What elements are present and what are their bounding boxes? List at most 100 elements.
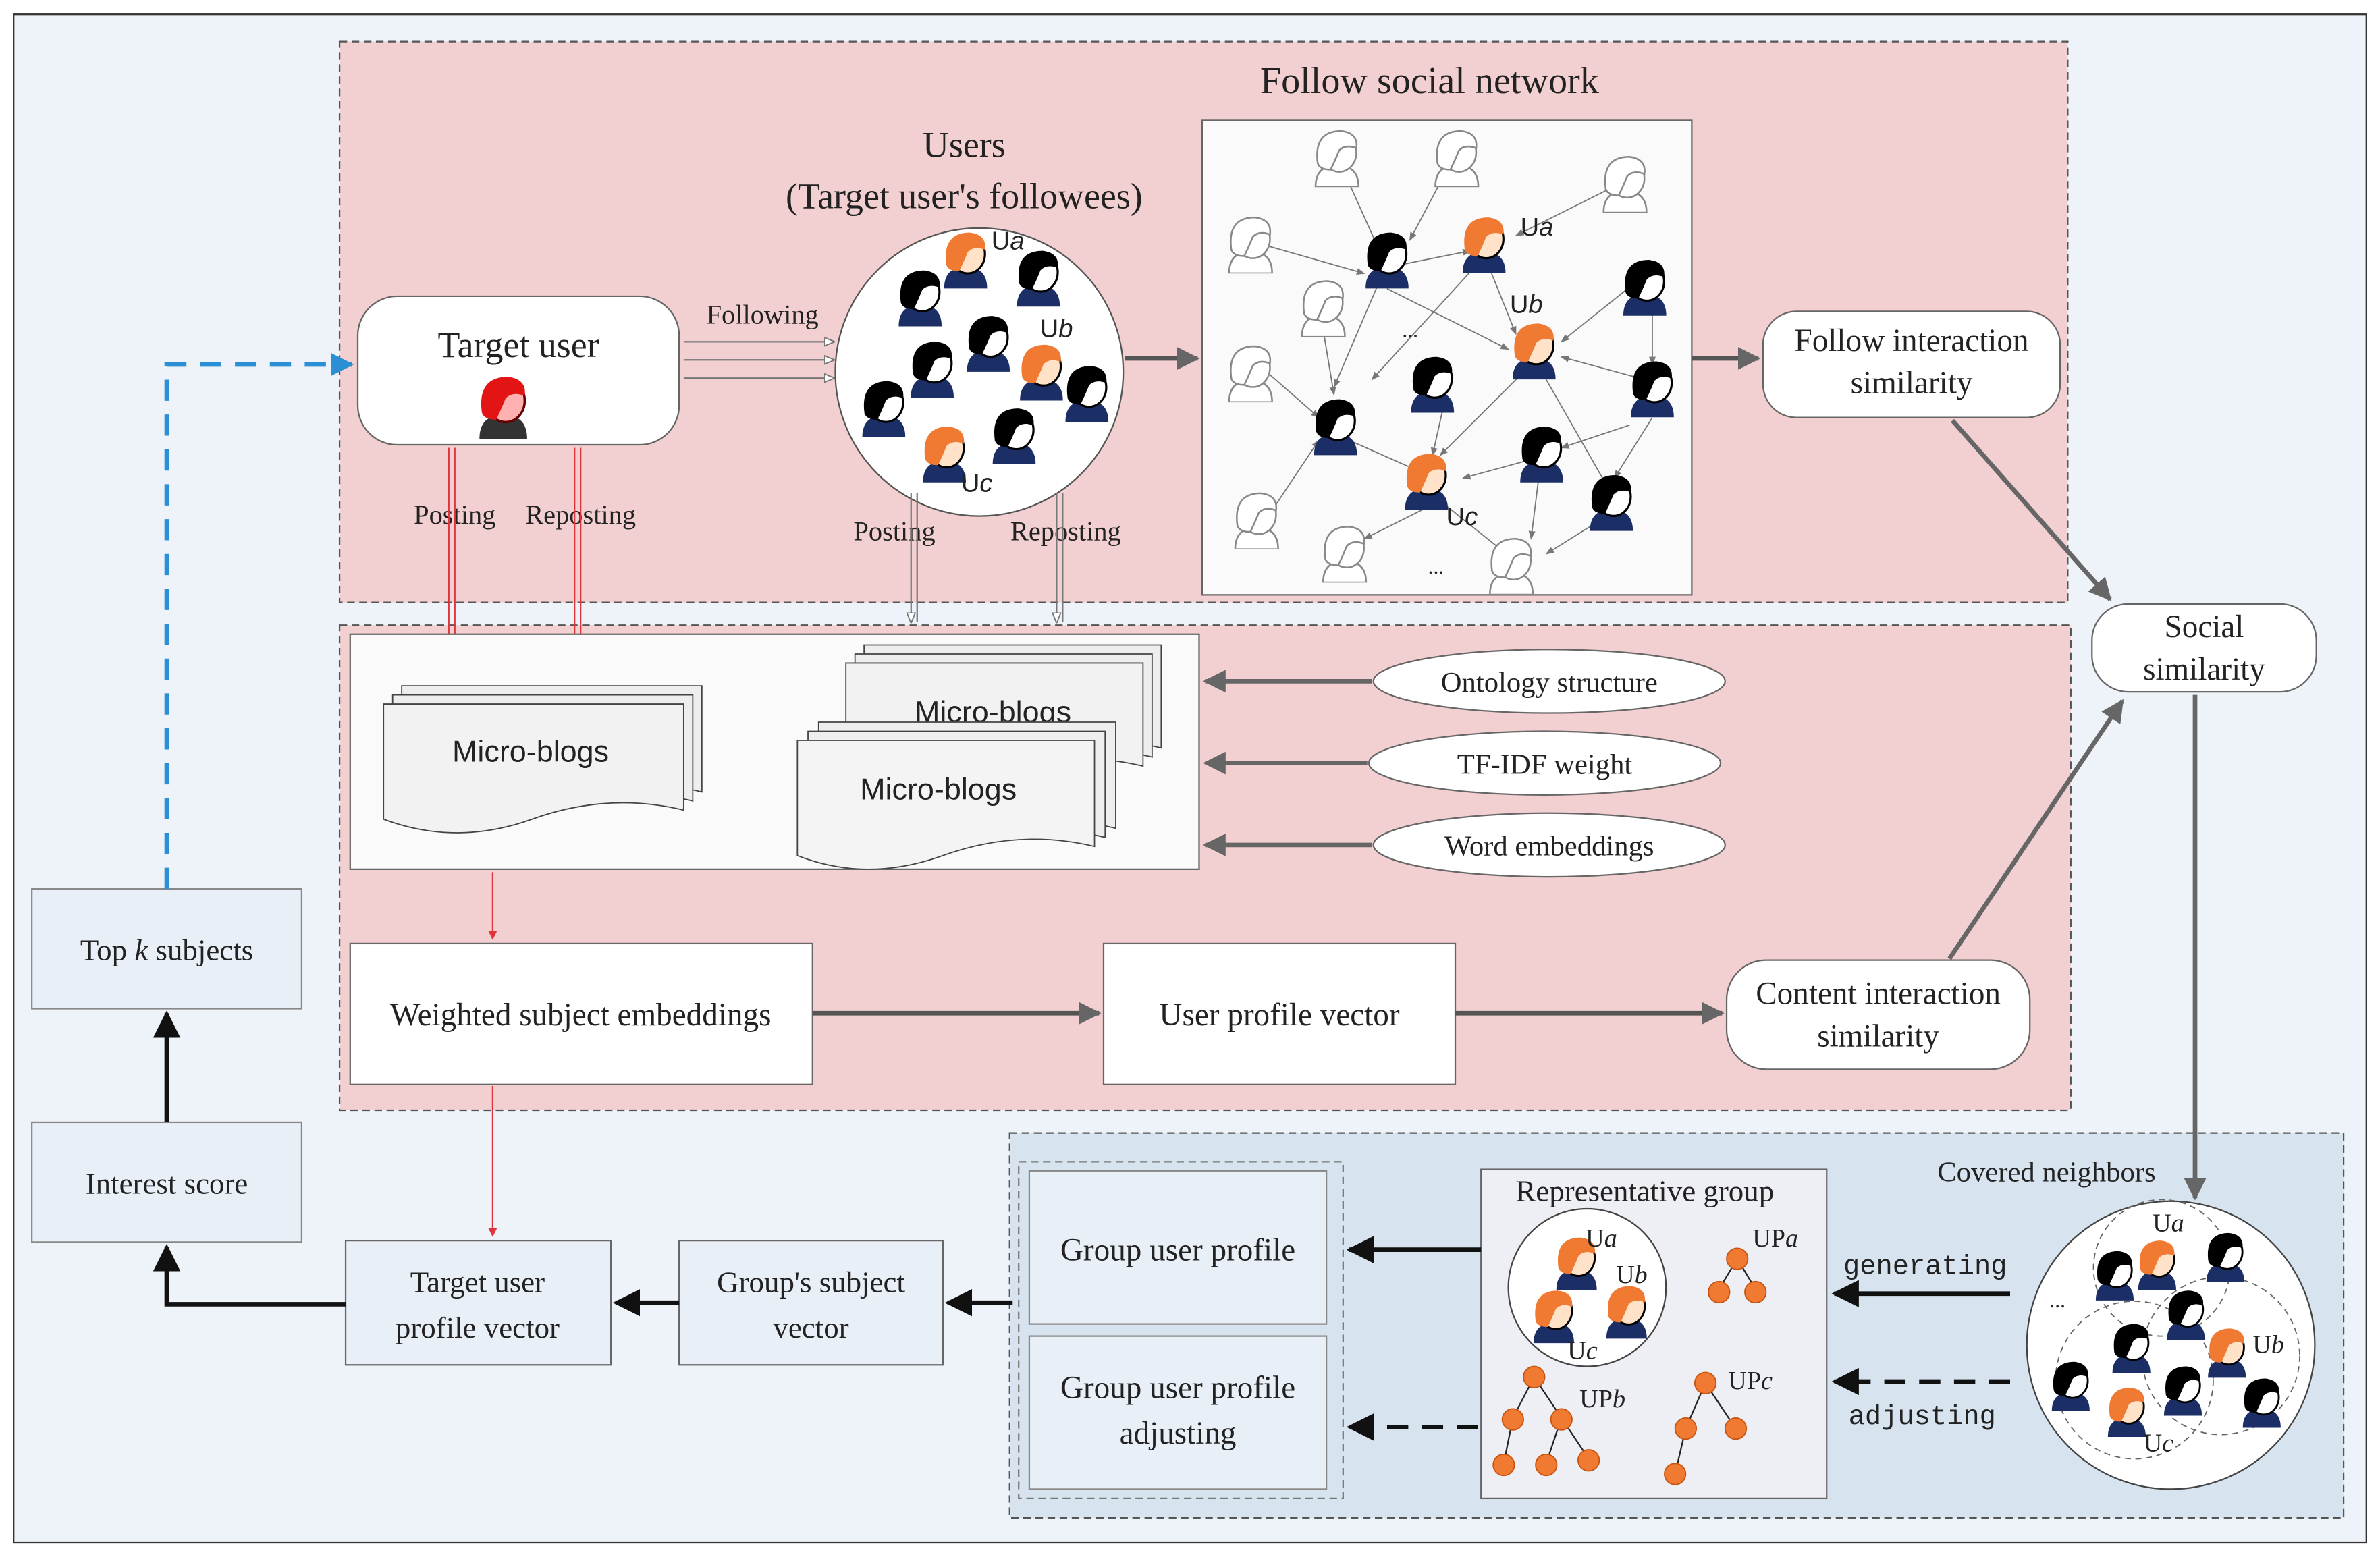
posting-arrows — [449, 447, 1064, 656]
rep-ub-label: Ub — [1616, 1261, 1648, 1289]
social-similarity-line1: Social — [2165, 609, 2244, 645]
adjusting-label: adjusting — [1849, 1402, 1996, 1433]
reposting-label-followees: Reposting — [1010, 516, 1121, 547]
posting-label-followees: Posting — [853, 516, 935, 547]
follow-interaction-line1: Follow interaction — [1794, 323, 2028, 358]
profile-tree-icon — [1492, 1365, 1600, 1477]
user-black-hair-icon — [965, 315, 1011, 373]
network-ua-label: Ua — [1521, 213, 1554, 242]
user-black-hair-icon — [897, 269, 943, 327]
user-black-hair-icon — [1622, 258, 1668, 317]
users-title: Users — [923, 124, 1006, 165]
group-subject-vector-box[interactable] — [678, 1239, 944, 1366]
up-a-label: UPa — [1752, 1224, 1798, 1253]
target-profile-line2: profile vector — [396, 1311, 560, 1344]
user-black-hair-icon — [1364, 231, 1410, 289]
social-similarity-line2: similarity — [2143, 652, 2265, 687]
word-embeddings-label: Word embeddings — [1444, 831, 1654, 863]
user-black-hair-icon — [1588, 474, 1634, 532]
word-embeddings-node[interactable] — [1372, 812, 1726, 878]
follow-interaction-similarity-box[interactable] — [1762, 310, 2061, 418]
neighbor-ub-label: Ub — [2252, 1330, 2284, 1359]
user-profile-vector-box[interactable] — [1102, 942, 1457, 1085]
micro-blogs-label-1: Micro-blogs — [452, 734, 609, 768]
tfidf-weight-label: TF-IDF weight — [1457, 748, 1633, 780]
target-user-red-icon — [478, 375, 529, 439]
weighted-subject-embeddings-label: Weighted subject embeddings — [390, 998, 772, 1033]
user-black-hair-icon — [1313, 398, 1359, 456]
user-black-hair-icon — [2094, 1250, 2135, 1301]
user-orange-hair-icon — [2207, 1327, 2247, 1379]
users-subtitle: (Target user's followees) — [786, 176, 1143, 217]
social-similarity-box[interactable] — [2091, 603, 2317, 693]
network-ellipsis-bottom: ... — [1428, 555, 1444, 578]
feedback-dashed-arrow — [164, 353, 354, 890]
followee-ub-label: Ub — [1040, 315, 1073, 344]
generating-label: generating — [1843, 1252, 2007, 1283]
follow-interaction-line2: similarity — [1851, 366, 1973, 401]
user-outline-icon — [1434, 130, 1480, 188]
content-interaction-line1: Content interaction — [1756, 977, 2001, 1012]
user-orange-hair-icon — [921, 425, 967, 483]
interest-score-label: Interest score — [86, 1166, 248, 1200]
follow-network-title: Follow social network — [1260, 60, 1600, 102]
user-orange-hair-icon — [1461, 216, 1507, 274]
target-user-profile-vector-box[interactable] — [344, 1239, 612, 1366]
user-orange-hair-icon — [943, 231, 989, 289]
target-user-box[interactable] — [356, 295, 680, 446]
user-black-hair-icon — [992, 407, 1037, 465]
content-interaction-similarity-box[interactable] — [1725, 959, 2031, 1070]
content-sim-to-social-arrow — [1947, 699, 2125, 960]
group-user-profile-box[interactable] — [1028, 1170, 1328, 1325]
group-user-profile-adjusting-box[interactable] — [1028, 1335, 1328, 1490]
representative-group-label: Representative group — [1515, 1174, 1774, 1208]
covered-neighbors-label: Covered neighbors — [1937, 1157, 2155, 1189]
group-user-profile-label: Group user profile — [1060, 1232, 1295, 1267]
user-outline-icon — [1314, 130, 1359, 188]
user-orange-hair-icon — [1511, 322, 1557, 380]
profile-tree-icon — [1664, 1371, 1748, 1485]
ontology-structure-label: Ontology structure — [1441, 667, 1658, 699]
group-subject-line1: Group's subject — [717, 1265, 905, 1299]
user-profile-vector-label: User profile vector — [1159, 998, 1399, 1033]
user-black-hair-icon — [2163, 1365, 2203, 1417]
followee-ua-label: Ua — [992, 226, 1025, 255]
user-orange-hair-icon — [1403, 452, 1449, 510]
user-orange-hair-icon — [1605, 1284, 1648, 1340]
following-arrows — [683, 342, 834, 378]
followee-uc-label: Uc — [961, 469, 993, 498]
target-profile-line1: Target user — [410, 1265, 545, 1299]
rep-uc-label: Uc — [1567, 1336, 1598, 1365]
user-orange-hair-icon — [1532, 1289, 1575, 1344]
up-b-label: UPb — [1579, 1385, 1625, 1413]
following-label: Following — [707, 299, 819, 329]
up-c-label: UPc — [1728, 1367, 1773, 1395]
micro-blogs-label-3: Micro-blogs — [860, 772, 1017, 807]
user-black-hair-icon — [1519, 425, 1565, 483]
user-outline-icon — [1228, 216, 1273, 274]
tfidf-weight-node[interactable] — [1368, 730, 1722, 796]
user-outline-icon — [1234, 492, 1279, 549]
user-black-hair-icon — [861, 380, 907, 437]
micro-blogs-stack-1 — [383, 685, 703, 834]
user-black-hair-icon — [909, 340, 955, 398]
user-outline-icon — [1489, 537, 1534, 595]
user-black-hair-icon — [1409, 356, 1455, 413]
user-black-hair-icon — [1064, 364, 1110, 422]
user-outline-icon — [1602, 156, 1648, 213]
user-black-hair-icon — [2242, 1377, 2282, 1429]
user-outline-icon — [1322, 526, 1368, 583]
user-outline-icon — [1301, 280, 1346, 337]
follow-sim-to-social-arrow — [1951, 418, 2112, 601]
weighted-subject-embeddings-box[interactable] — [349, 942, 813, 1085]
network-uc-label: Uc — [1446, 502, 1478, 531]
user-black-hair-icon — [2111, 1323, 2152, 1374]
target-user-label: Target user — [438, 325, 599, 365]
ontology-structure-node[interactable] — [1372, 649, 1726, 714]
network-ellipsis-top: ... — [1402, 319, 1418, 342]
user-outline-icon — [1228, 345, 1273, 403]
user-black-hair-icon — [2205, 1232, 2246, 1283]
top-k-subjects-label: Top k subjects — [80, 933, 253, 967]
network-ub-label: Ub — [1510, 290, 1543, 319]
